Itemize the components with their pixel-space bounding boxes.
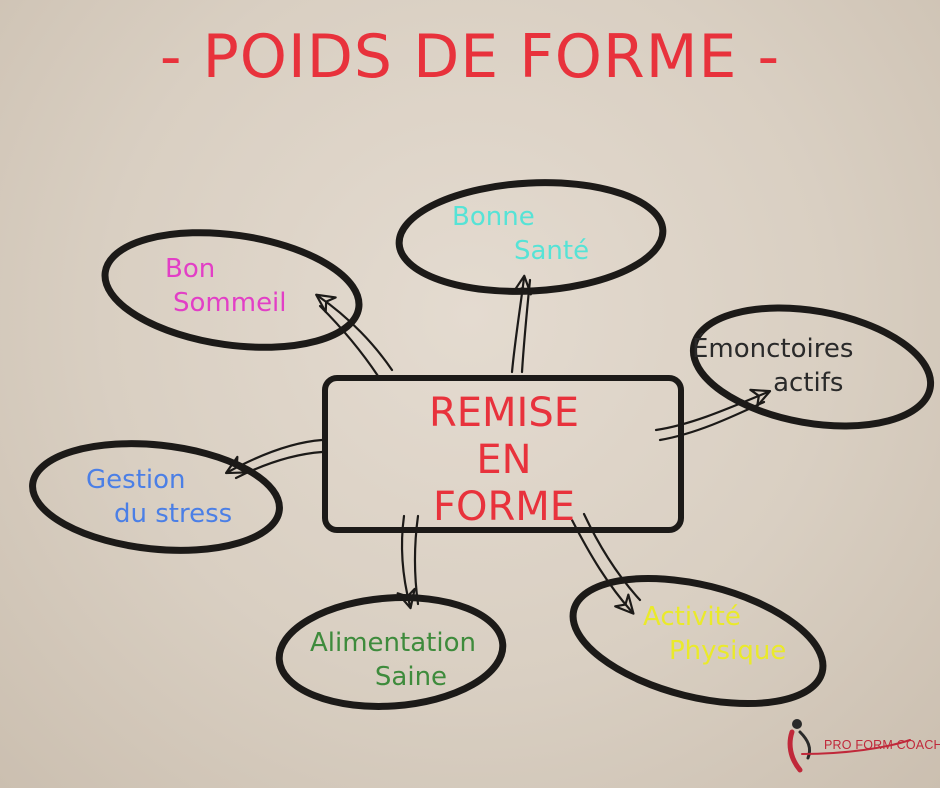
ellipse-emonctoires	[689, 304, 935, 430]
ellipse-activite	[569, 574, 827, 708]
node-bonne-sante: Bonne Santé	[452, 200, 589, 268]
arrow-to-bon-sommeil	[315, 293, 394, 372]
node-emonctoires-line2: actifs	[773, 368, 844, 398]
arrow-to-bonne-sante	[510, 274, 532, 374]
node-emonctoires-line1: Émonctoires	[692, 334, 854, 364]
arrow-to-emonctoires	[654, 388, 772, 432]
center-label: REMISE EN FORME	[332, 383, 676, 533]
arrow-to-gestion-stress	[224, 438, 324, 475]
node-bonne-sante-line2: Santé	[514, 236, 590, 266]
node-bonne-sante-line1: Bonne	[452, 202, 535, 232]
node-bon-sommeil-line2: Sommeil	[173, 288, 287, 318]
node-gestion-stress-line2: du stress	[114, 499, 233, 529]
ellipse-alimentation	[275, 594, 507, 710]
arrow-to-activite	[570, 518, 635, 615]
arrow-to-bon-sommeil-2	[318, 304, 380, 378]
node-alimentation-line2: Saine	[374, 662, 448, 692]
node-activite: Activité Physique	[643, 600, 786, 668]
ellipse-gestion-stress	[29, 440, 283, 554]
center-line-3: FORME	[432, 483, 576, 530]
ellipse-bon-sommeil	[101, 229, 363, 351]
node-bon-sommeil-line1: Bon	[165, 254, 216, 284]
node-emonctoires: Émonctoires actifs	[692, 332, 853, 400]
brand-name: PRO FORM COACH	[824, 738, 940, 752]
arrow-to-alimentation-2	[413, 514, 420, 606]
node-gestion-stress: Gestion du stress	[86, 463, 232, 531]
node-gestion-stress-line1: Gestion	[86, 465, 186, 495]
node-alimentation-line1: Alimentation	[310, 628, 476, 658]
node-activite-line2: Physique	[669, 636, 787, 666]
center-line-2: EN	[476, 436, 532, 483]
node-alimentation: Alimentation Saine	[310, 626, 476, 694]
node-activite-line1: Activité	[643, 602, 741, 632]
arrow-to-bonne-sante-2	[520, 278, 532, 374]
center-line-1: REMISE	[428, 389, 580, 436]
brand-logo-icon	[787, 719, 911, 773]
ellipse-bonne-sante	[395, 179, 667, 295]
arrow-to-emonctoires-2	[658, 400, 766, 442]
arrow-to-alimentation	[396, 514, 416, 610]
arrow-to-gestion-stress-2	[234, 450, 324, 480]
arrow-to-activite-2	[582, 512, 642, 602]
node-bon-sommeil: Bon Sommeil	[165, 252, 287, 320]
center-box	[322, 375, 684, 533]
page-title: - POIDS DE FORME -	[159, 22, 781, 92]
